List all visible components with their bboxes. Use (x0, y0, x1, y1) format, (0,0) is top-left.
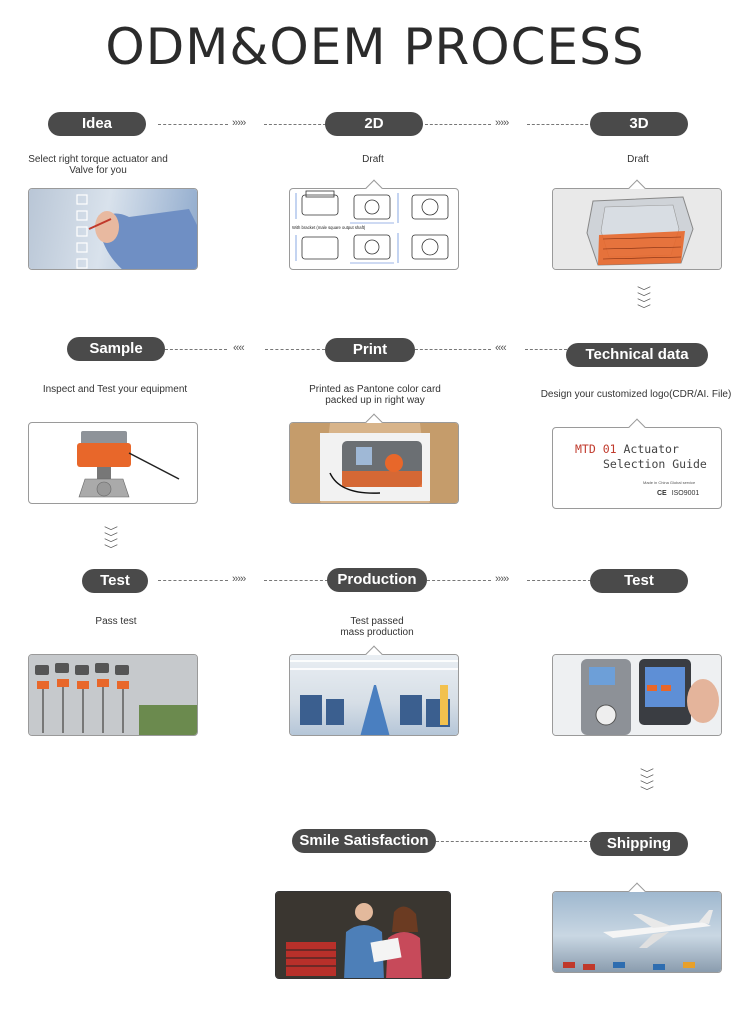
ce-mark: CE (657, 490, 667, 497)
factory-image (289, 645, 459, 736)
step-sample-label: Sample (67, 337, 165, 361)
idea-image (28, 188, 198, 270)
arrow-right-icon: ››››› (232, 573, 246, 585)
step-production-caption: Test passed mass production (340, 616, 414, 638)
connector-idea-2d: ››››› (158, 117, 326, 130)
iso-mark: ISO9001 (671, 490, 700, 497)
2d-sketch-text: With bracket (male square output shaft) (292, 225, 366, 230)
satisfied-customers-image (275, 891, 451, 979)
doc-small-text: Made in China Global service (643, 480, 696, 485)
3d-render-image (552, 179, 722, 270)
doc-title-word: Actuator (623, 442, 679, 456)
doc-product-code: MTD 01 (575, 442, 617, 456)
technical-doc-image: MTD 01 Actuator Selection Guide Made in … (552, 418, 722, 509)
step-technical-label: Technical data (566, 343, 708, 367)
arrow-left-icon: ‹‹‹‹ (233, 342, 245, 354)
step-3d-caption: Draft (627, 154, 649, 165)
connector-technical-print: ‹‹‹‹ (415, 342, 567, 355)
print-image (289, 413, 459, 504)
arrow-down-test: ﹀﹀﹀﹀ (640, 769, 654, 798)
arrow-right-icon: ››››› (495, 117, 509, 129)
step-print-caption: Printed as Pantone color card packed up … (309, 384, 441, 406)
page-title: ODM&OEM PROCESS (105, 18, 645, 76)
arrow-right-icon: ››››› (495, 573, 509, 585)
shipping-image (552, 882, 722, 973)
step-smile-label: Smile Satisfaction (292, 829, 436, 853)
step-technical-caption: Design your customized logo(CDR/AI. File… (540, 389, 732, 400)
connector-shipping-smile (436, 835, 592, 847)
connector-print-sample: ‹‹‹‹ (165, 342, 325, 355)
step-test1-caption: Pass test (95, 616, 137, 627)
2d-drawing-image: With bracket (male square output shaft) (289, 179, 459, 270)
step-2d-caption: Draft (362, 154, 384, 165)
step-print-label: Print (325, 338, 415, 362)
step-production-label: Production (327, 568, 427, 592)
step-2d-label: 2D (325, 112, 423, 136)
doc-subtitle: Selection Guide (603, 457, 707, 471)
arrow-left-icon: ‹‹‹‹ (495, 342, 507, 354)
step-test1-label: Test (82, 569, 148, 593)
test-bench-image (28, 654, 198, 736)
arrow-down-sample: ﹀﹀﹀﹀ (104, 527, 118, 556)
connector-2d-3d: ››››› (425, 117, 593, 130)
step-idea-label: Idea (48, 112, 146, 136)
step-shipping-label: Shipping (590, 832, 688, 856)
test-device-image (552, 654, 722, 736)
step-3d-label: 3D (590, 112, 688, 136)
arrow-right-icon: ››››› (232, 117, 246, 129)
connector-test-production: ››››› (158, 573, 328, 586)
arrow-down-3d: ﹀﹀﹀﹀ (637, 287, 651, 316)
step-idea-caption: Select right torque actuator and Valve f… (28, 154, 168, 176)
step-test2-label: Test (590, 569, 688, 593)
connector-production-test: ››››› (427, 573, 591, 586)
sample-image (28, 422, 198, 504)
step-sample-caption: Inspect and Test your equipment (42, 384, 188, 395)
